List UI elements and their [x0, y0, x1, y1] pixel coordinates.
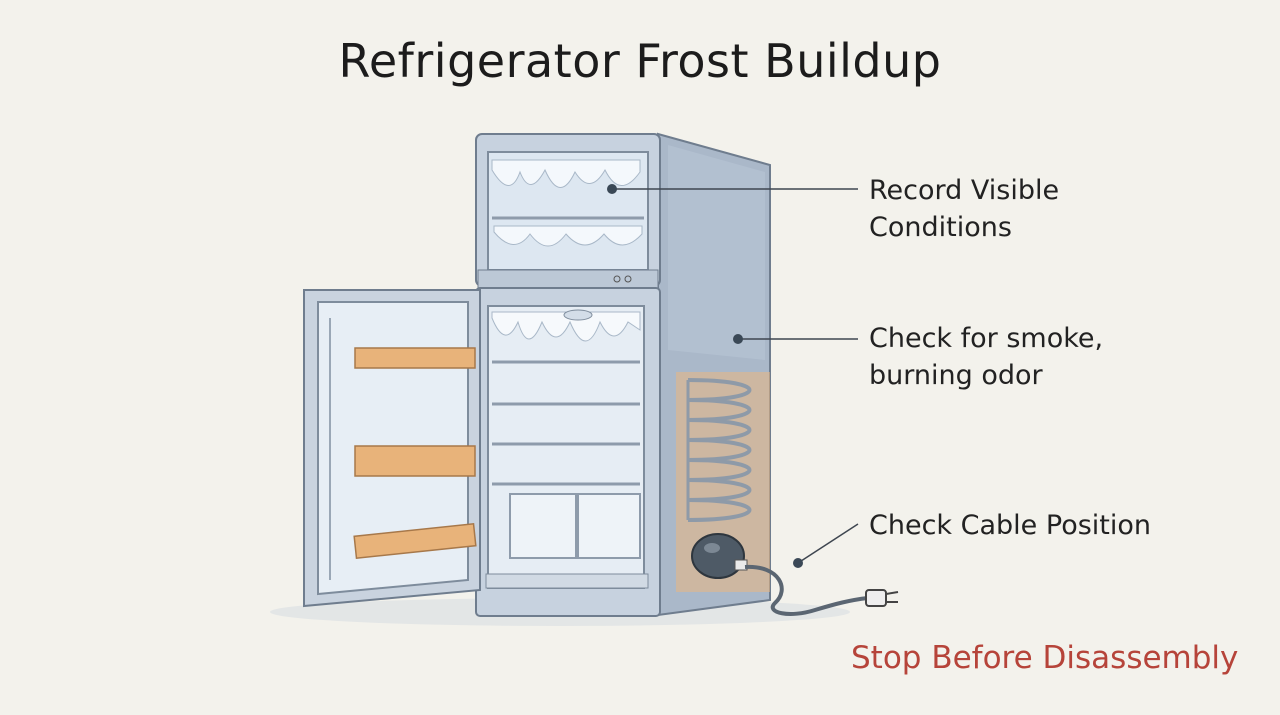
- callout-check-smoke-line-2: burning odor: [869, 360, 1043, 391]
- open-fridge-door: [303, 289, 481, 608]
- freezer-compartment: [475, 133, 661, 289]
- callout-record-conditions: Record Visible Conditions: [869, 172, 1059, 246]
- callout-check-cable-line-1: Check Cable Position: [869, 510, 1151, 541]
- callout-check-cable: Check Cable Position: [869, 507, 1151, 544]
- callout-record-conditions-line-1: Record Visible: [869, 175, 1060, 206]
- callout-record-conditions-line-2: Conditions: [869, 212, 1012, 243]
- callout-leaders: [607, 184, 859, 568]
- leader-dot-cable: [793, 558, 803, 568]
- compressor: [691, 533, 748, 579]
- diagram-title: Refrigerator Frost Buildup: [338, 34, 942, 88]
- callout-check-smoke-line-1: Check for smoke,: [869, 323, 1104, 354]
- warning-note: Stop Before Disassembly: [851, 640, 1239, 676]
- power-cable: [744, 564, 899, 616]
- callout-check-smoke: Check for smoke, burning odor: [869, 320, 1103, 394]
- leader-dot-smoke: [733, 334, 743, 344]
- leader-dot-conditions: [607, 184, 617, 194]
- fridge-compartment: [475, 287, 661, 617]
